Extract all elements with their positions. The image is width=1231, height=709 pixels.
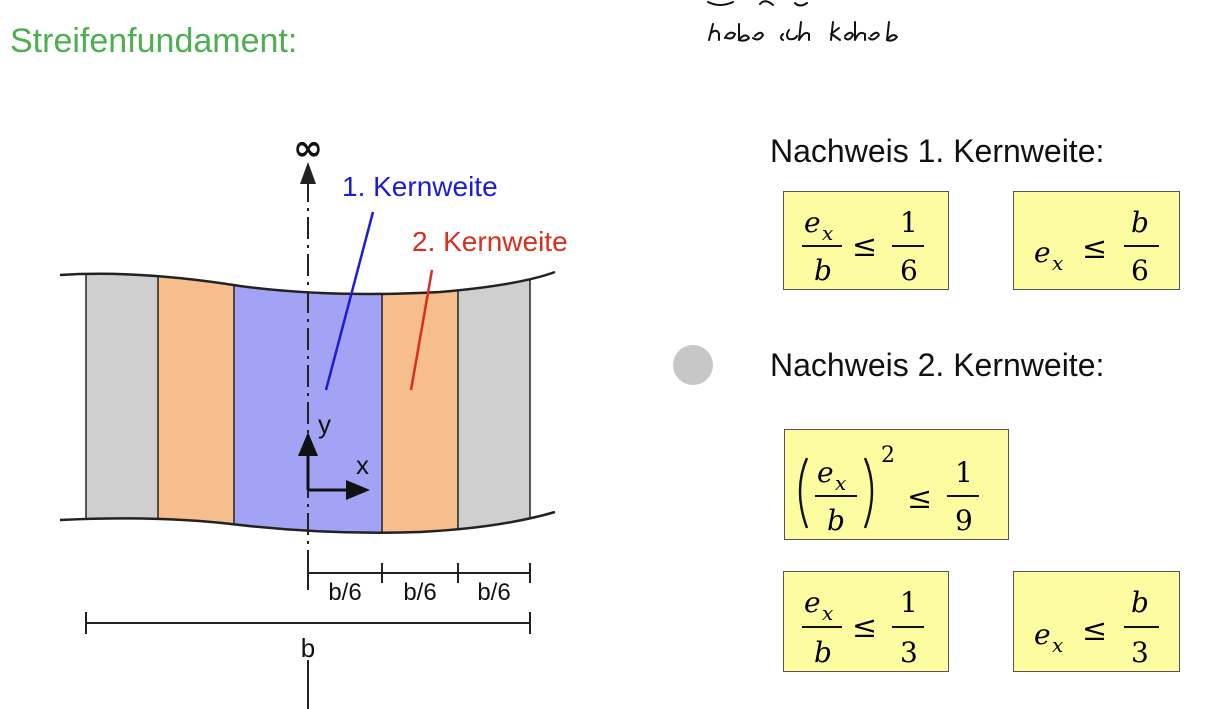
dim-total-b: b — [301, 633, 315, 663]
formula-n2-ratio: e x b ≤ 1 3 — [783, 571, 949, 672]
svg-text:e: e — [817, 456, 834, 489]
formula-n1-ex: e x ≤ b 6 — [1013, 191, 1180, 290]
svg-text:≤: ≤ — [907, 481, 932, 516]
svg-text:e: e — [1034, 618, 1051, 651]
strip-bottom-edge — [59, 510, 556, 534]
dim-b6-3: b/6 — [477, 579, 510, 606]
infinity-arrow — [300, 162, 316, 184]
svg-text:3: 3 — [900, 636, 918, 669]
svg-text:x: x — [822, 221, 833, 245]
kernweite-2-label: 2. Kernweite — [412, 226, 568, 257]
formula-n2-squared: e x b 2 ≤ 1 9 — [784, 429, 1009, 540]
svg-text:b: b — [827, 504, 845, 537]
svg-text:e: e — [804, 206, 821, 239]
kernweite-1-label: 1. Kernweite — [342, 171, 498, 202]
svg-text:≤: ≤ — [1082, 231, 1107, 266]
formula-n1-ratio: e x b ≤ 1 6 — [783, 191, 949, 290]
kernweite-1-leader — [324, 211, 375, 391]
svg-text:b: b — [814, 254, 832, 287]
strip-top-edge — [59, 270, 556, 296]
svg-text:6: 6 — [1131, 254, 1149, 287]
bullet-point — [673, 345, 713, 385]
kern2-band-right — [382, 272, 458, 533]
svg-text:≤: ≤ — [852, 229, 877, 264]
svg-text:e: e — [1034, 236, 1051, 269]
svg-text:x: x — [1052, 633, 1063, 657]
page-title: Streifenfundament: — [10, 22, 298, 60]
svg-text:b: b — [814, 636, 832, 669]
axis-y-label: y — [318, 409, 331, 439]
svg-text:6: 6 — [900, 254, 918, 287]
dim-b6-2: b/6 — [403, 579, 436, 606]
svg-text:1: 1 — [900, 586, 918, 619]
heading-nachweis-1: Nachweis 1. Kernweite: — [770, 133, 1105, 169]
svg-text:3: 3 — [1131, 636, 1149, 669]
heading-nachweis-2: Nachweis 2. Kernweite: — [770, 347, 1105, 383]
svg-text:9: 9 — [955, 504, 973, 537]
svg-text:1: 1 — [900, 206, 918, 239]
strip-foundation-diagram: ∞ 1. Kernweite 2. Kernweite y x b/6 b/6 … — [59, 128, 568, 709]
infinity-label: ∞ — [293, 128, 323, 169]
formula-n2-ex: e x ≤ b 3 — [1013, 571, 1180, 672]
svg-text:x: x — [1052, 251, 1063, 275]
svg-text:x: x — [835, 471, 846, 495]
dim-b6-1: b/6 — [328, 579, 361, 606]
svg-text:2: 2 — [881, 443, 895, 468]
svg-text:≤: ≤ — [852, 610, 877, 645]
svg-text:1: 1 — [955, 456, 973, 489]
outer-band-right — [458, 272, 530, 533]
axis-x-label: x — [356, 450, 369, 480]
svg-text:b: b — [1131, 206, 1149, 239]
svg-text:b: b — [1131, 586, 1149, 619]
svg-text:e: e — [804, 586, 821, 619]
handwritten-note — [707, 0, 898, 42]
outer-band-left — [86, 272, 158, 533]
svg-text:≤: ≤ — [1082, 613, 1107, 648]
kern2-band-left — [158, 272, 234, 533]
kernweite-2-leader — [409, 269, 434, 391]
svg-text:x: x — [822, 601, 833, 625]
